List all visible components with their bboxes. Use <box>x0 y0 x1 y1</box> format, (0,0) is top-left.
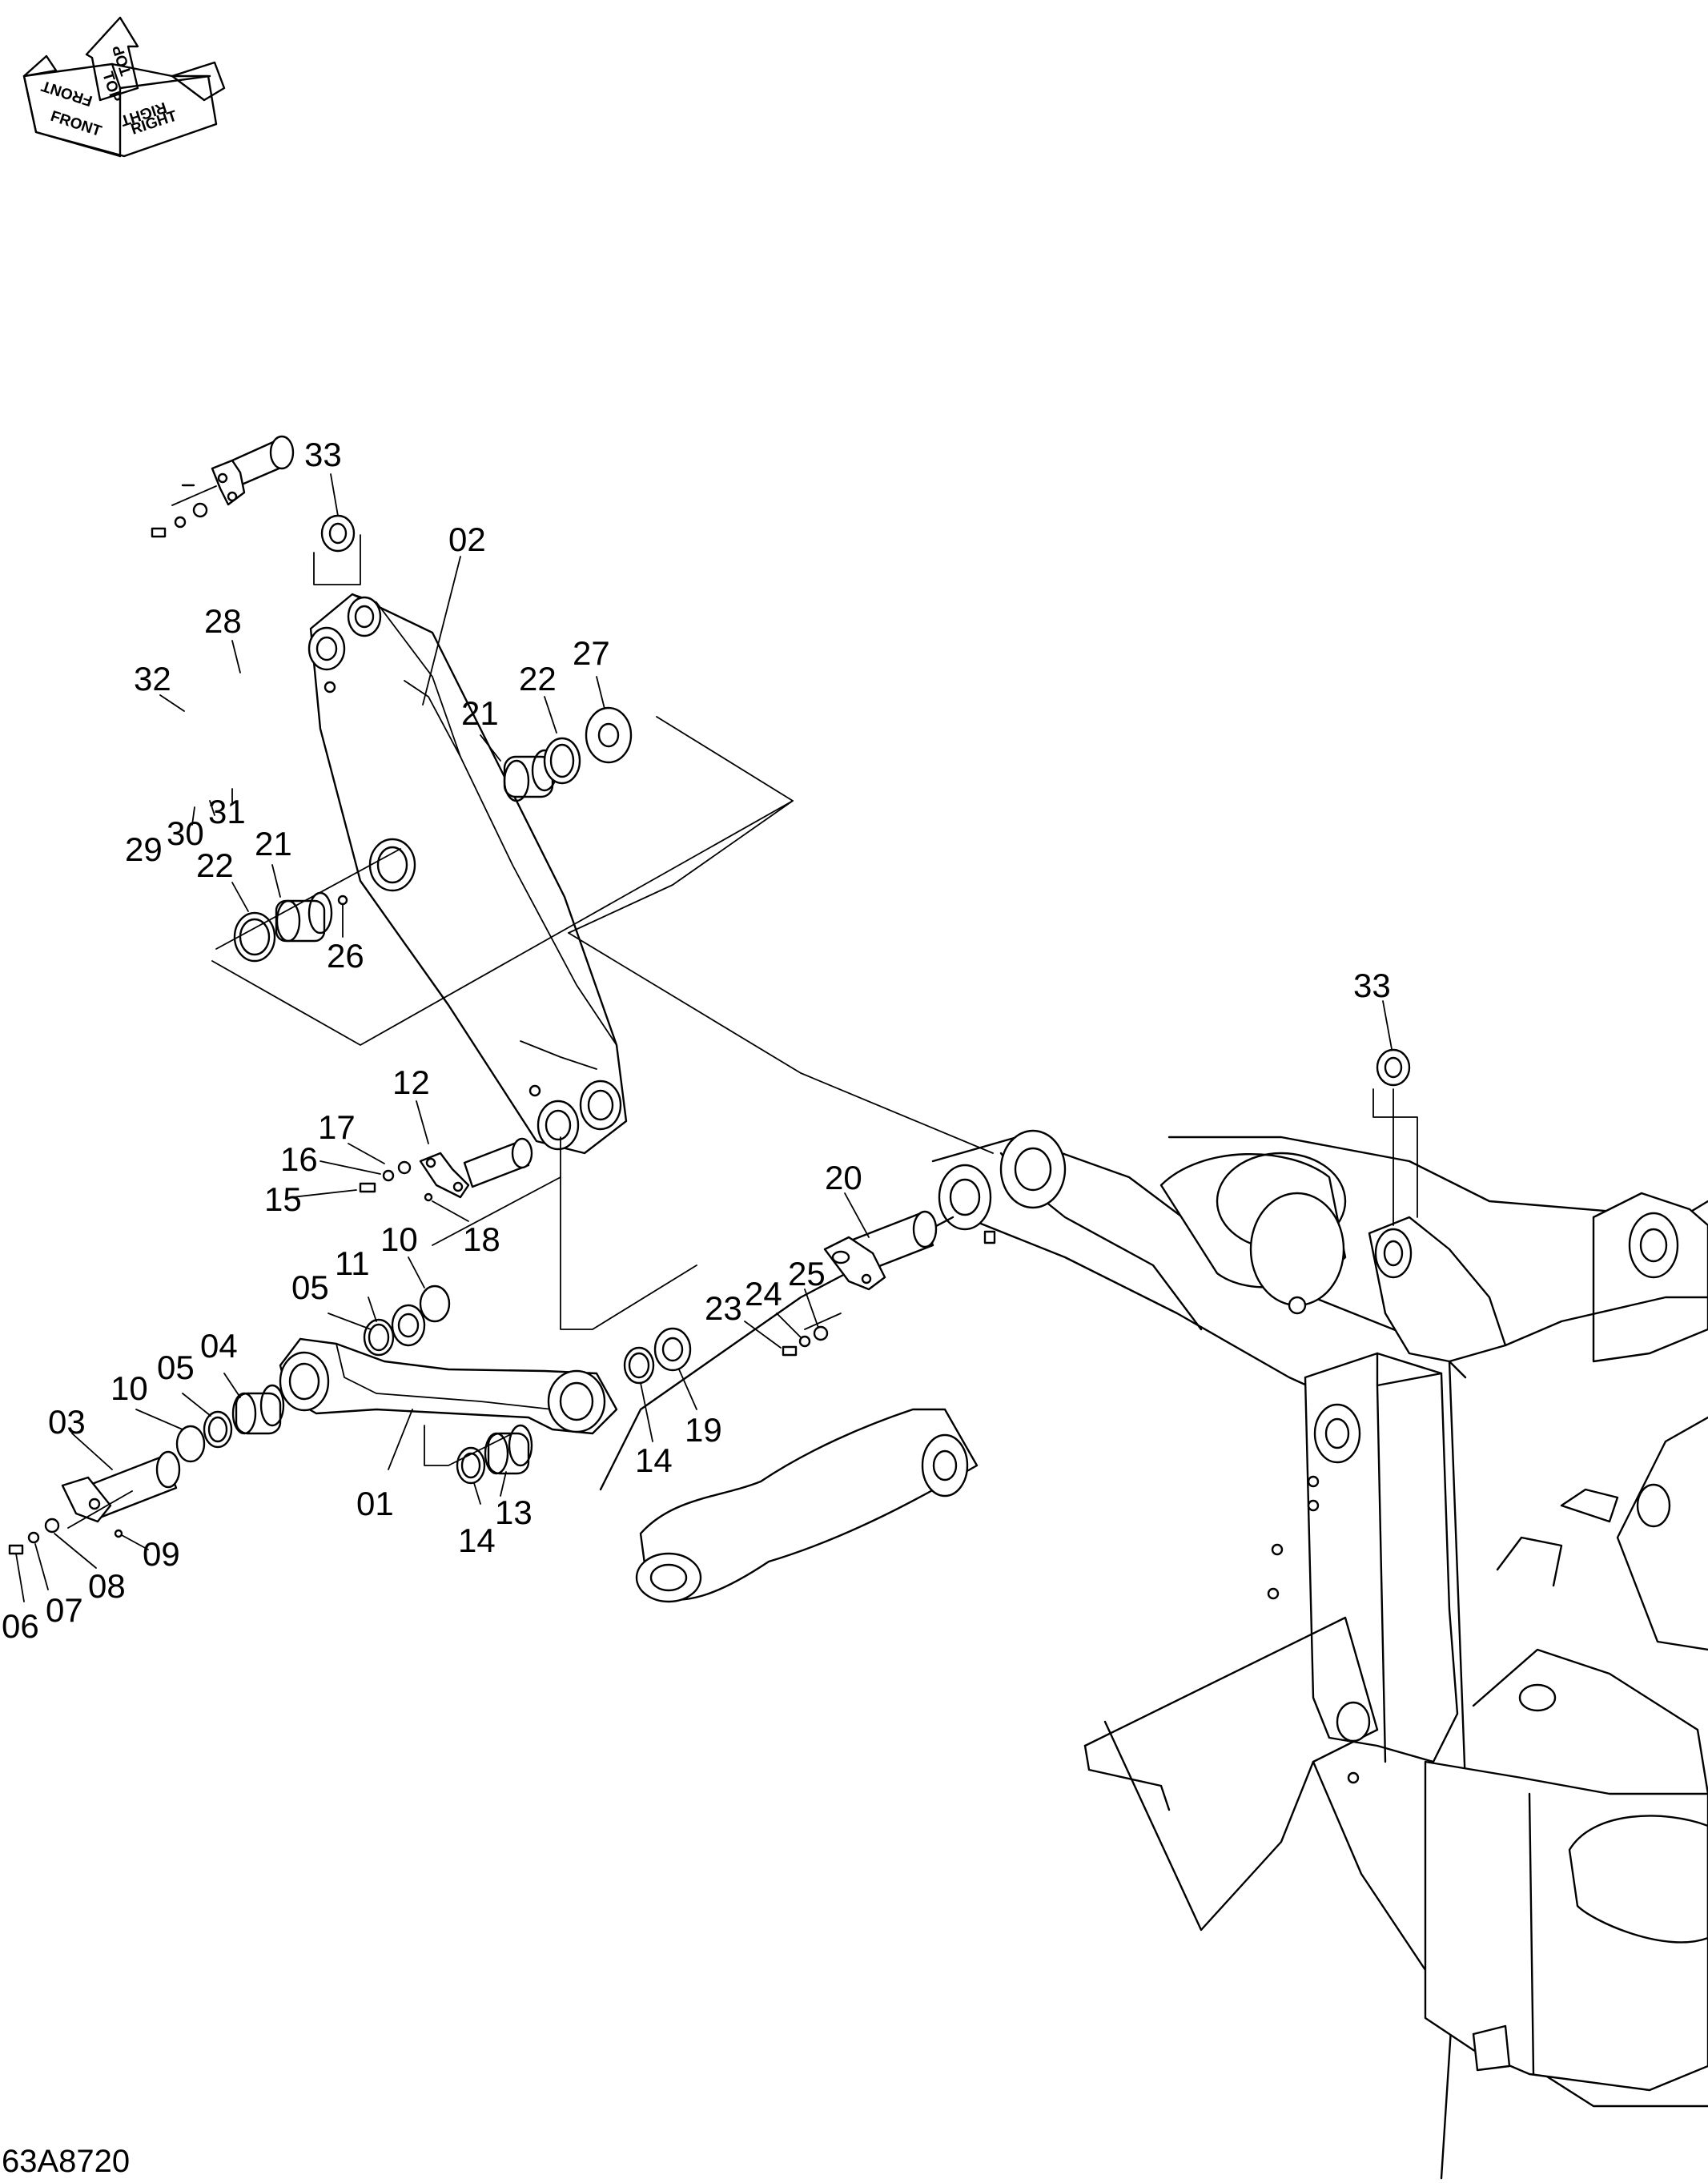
callout-33-top: 33 <box>304 436 342 473</box>
callout-03: 03 <box>48 1403 86 1441</box>
callout-17: 17 <box>318 1108 356 1146</box>
callout-22-lower: 22 <box>196 846 234 884</box>
callout-15: 15 <box>264 1180 302 1218</box>
callout-10-upper: 10 <box>380 1220 418 1258</box>
callout-12: 12 <box>392 1063 430 1101</box>
callout-31: 31 <box>208 793 246 830</box>
callout-23: 23 <box>705 1289 742 1327</box>
callout-13: 13 <box>495 1494 532 1531</box>
orientation-cube-icon: FRONT FRONT TOP TOP RIGHT RIGHT <box>22 16 226 158</box>
callout-labels: 33 02 28 32 27 22 21 31 30 29 21 22 26 3… <box>2 436 1391 1645</box>
callout-09: 09 <box>143 1535 180 1573</box>
callout-18: 18 <box>463 1220 500 1258</box>
callout-32: 32 <box>134 660 171 698</box>
callout-33-right: 33 <box>1353 967 1391 1004</box>
upper-link-02 <box>307 593 628 1155</box>
callout-01: 01 <box>356 1485 394 1522</box>
callout-25: 25 <box>788 1255 826 1293</box>
drawing-code: 63A8720 <box>2 2144 130 2179</box>
callout-27: 27 <box>573 634 610 672</box>
callout-21-lower: 21 <box>255 825 292 862</box>
callout-11: 11 <box>335 1244 370 1282</box>
callout-24: 24 <box>745 1275 782 1313</box>
callout-08: 08 <box>88 1567 126 1605</box>
callout-02: 02 <box>448 521 486 558</box>
lower-link-01 <box>279 1337 618 1435</box>
callout-20: 20 <box>825 1159 862 1196</box>
callout-28: 28 <box>204 602 242 640</box>
callout-leader-lines <box>15 473 1393 1602</box>
callout-05-upper: 05 <box>291 1268 329 1306</box>
callout-04: 04 <box>200 1327 238 1365</box>
callout-21-upper: 21 <box>461 694 499 732</box>
callout-07: 07 <box>46 1591 83 1629</box>
callout-29: 29 <box>125 830 163 868</box>
callout-05-lower: 05 <box>157 1349 195 1386</box>
callout-06: 06 <box>2 1607 39 1645</box>
callout-26: 26 <box>327 937 364 975</box>
callout-22-upper: 22 <box>519 660 557 698</box>
callout-10-lower: 10 <box>111 1369 148 1407</box>
callout-16: 16 <box>280 1140 318 1178</box>
loader-frame-assembly <box>599 1129 1708 2180</box>
callout-14-right: 14 <box>635 1441 673 1479</box>
exploded-small-parts <box>8 435 1411 1555</box>
orientation-front-label: FRONT <box>48 108 103 140</box>
callout-30: 30 <box>167 814 204 852</box>
callout-14-lower: 14 <box>458 1522 496 1559</box>
orientation-front-mirror-label: FRONT <box>39 77 94 109</box>
callout-19: 19 <box>685 1411 722 1449</box>
assembly-guide-lines <box>67 485 1418 1529</box>
